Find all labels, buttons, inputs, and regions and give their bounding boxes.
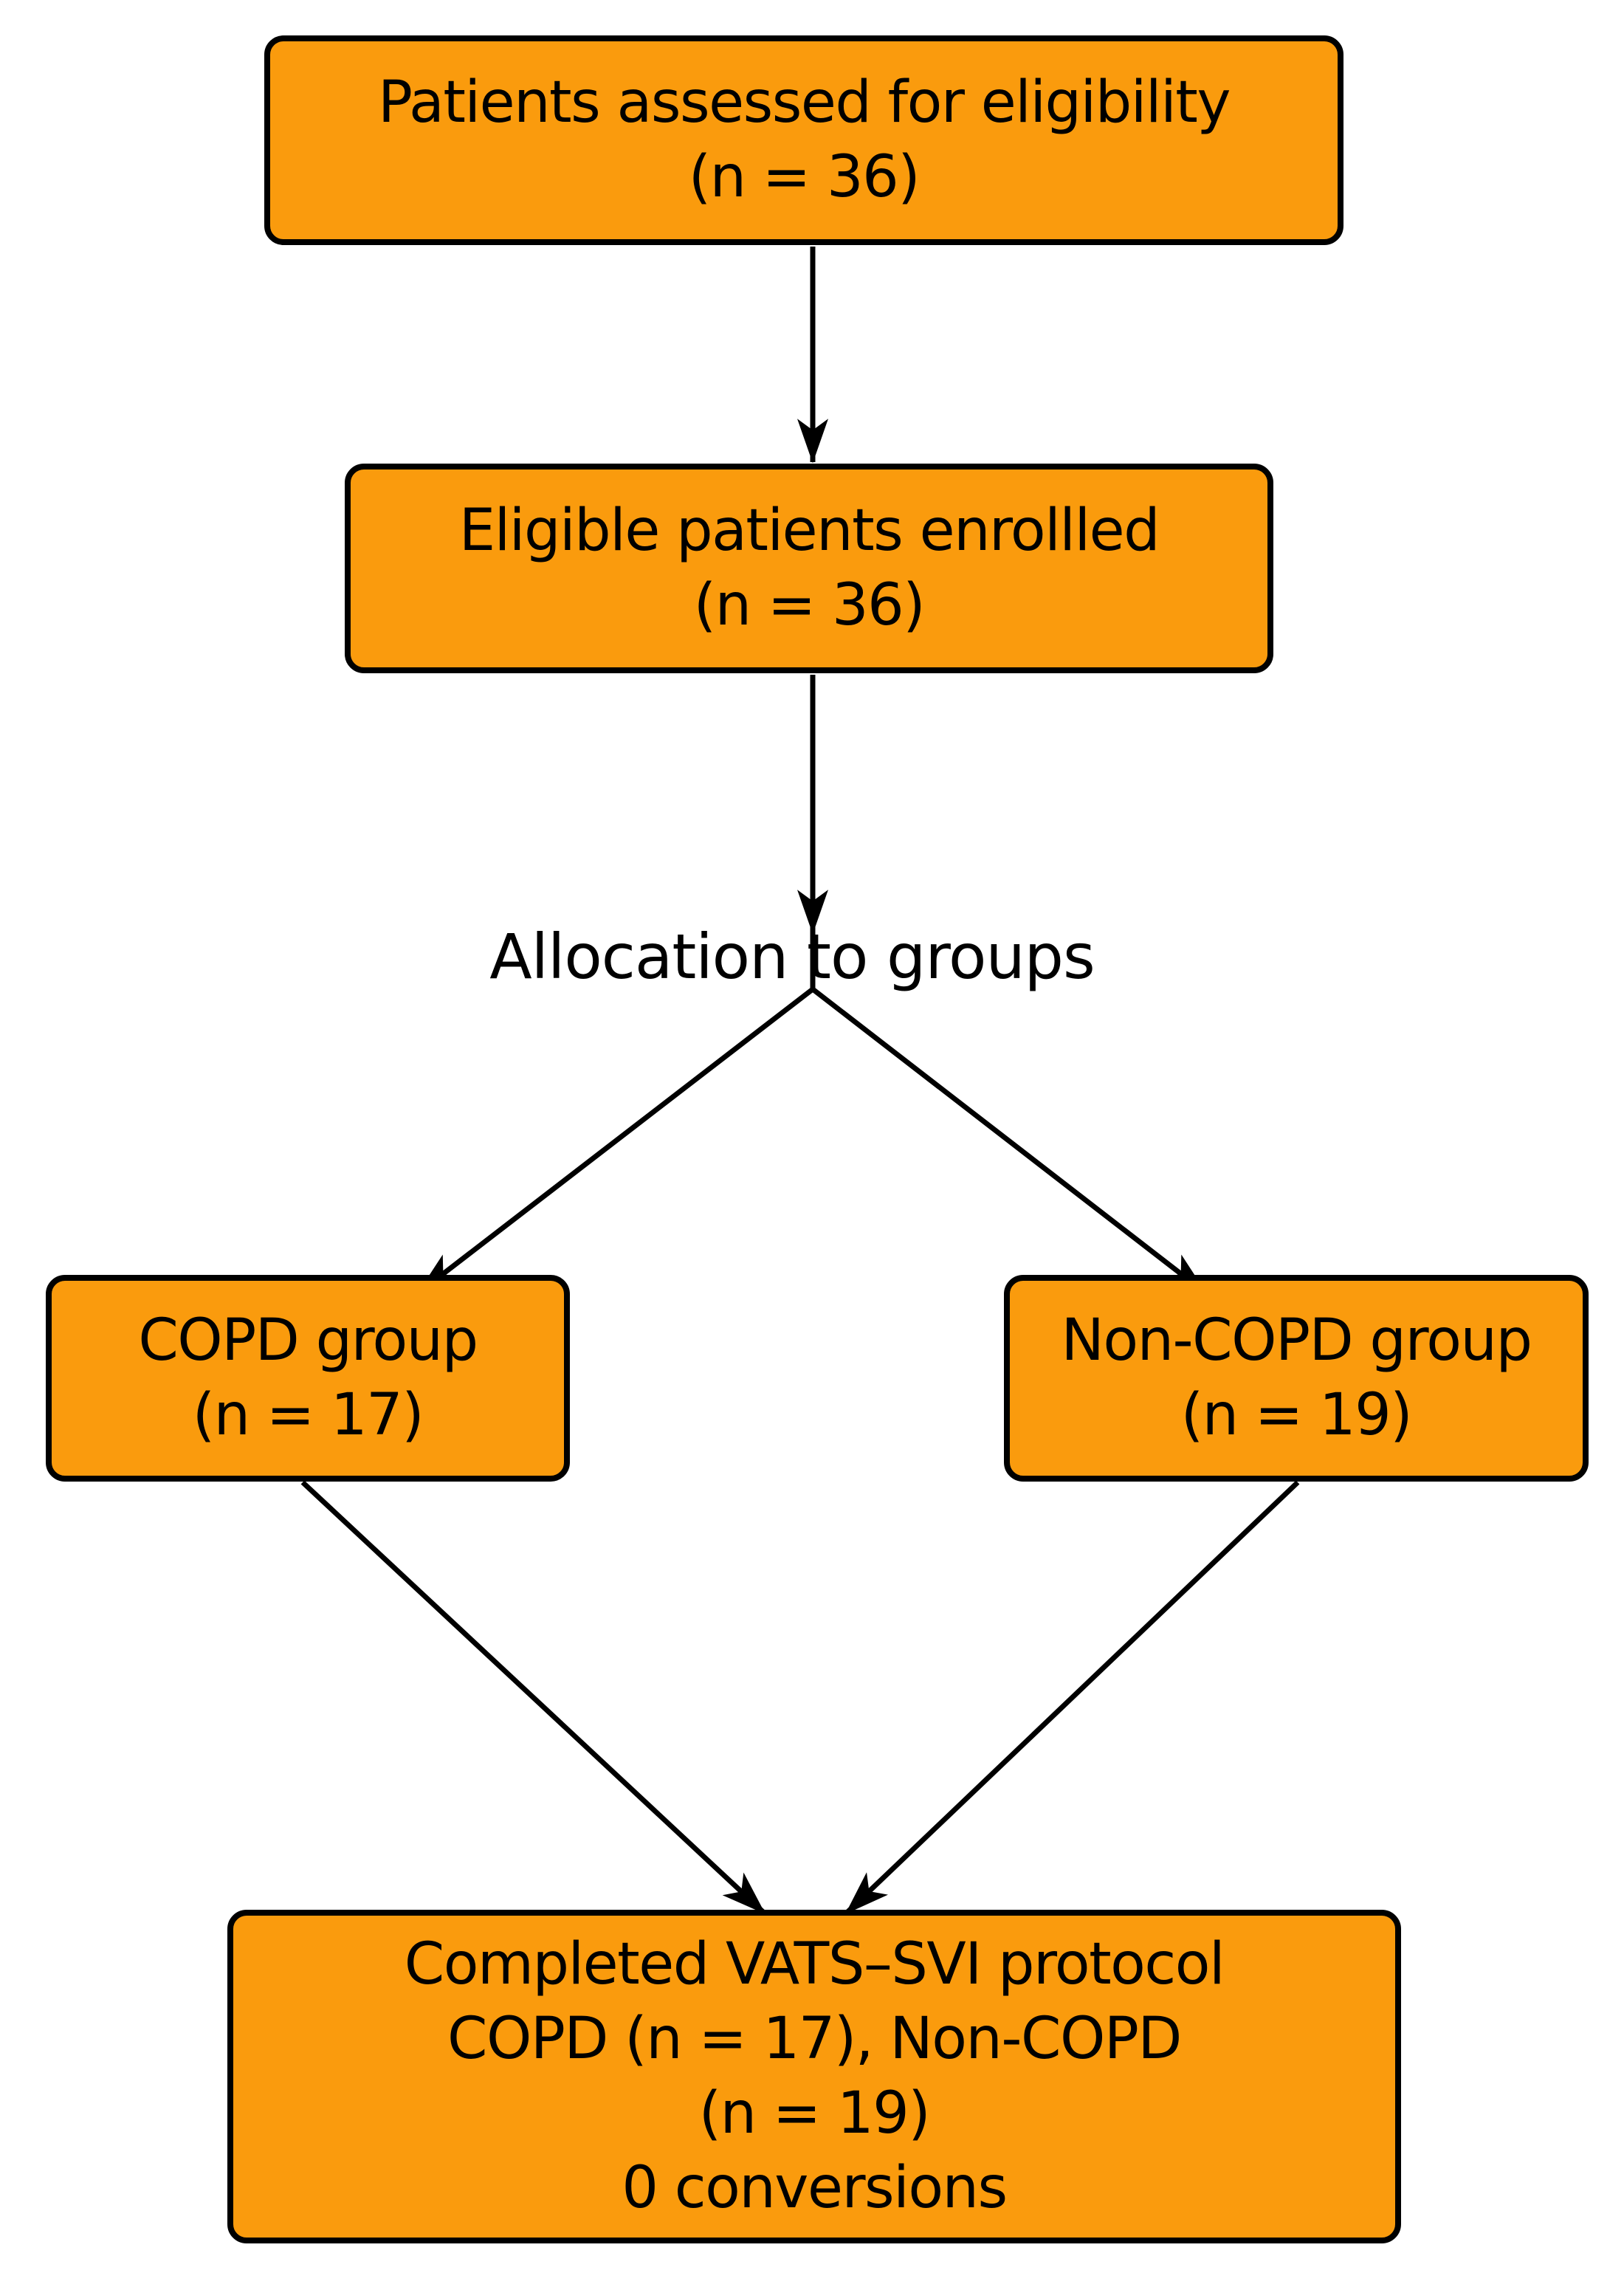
arrow-allocation-to-copd: [416, 987, 815, 1296]
arrow-noncopd-to-completed: [844, 1480, 1300, 1916]
node-completed-protocol: Completed VATS–SVI protocol COPD (n = 17…: [227, 1910, 1401, 2243]
node-copd-group: COPD group (n = 17): [46, 1275, 570, 1482]
node-text-line: Non-COPD group: [1061, 1307, 1532, 1374]
node-text-line: 0 conversions: [622, 2155, 1008, 2221]
allocation-label: Allocation to groups: [489, 921, 1095, 993]
node-patients-assessed: Patients assessed for eligibility (n = 3…: [264, 35, 1343, 245]
node-count-line: (n = 36): [688, 144, 921, 210]
node-eligible-enrolled: Eligible patients enrollled (n = 36): [345, 464, 1273, 673]
node-text-line: Eligible patients enrollled: [458, 498, 1160, 564]
node-text-line: Patients assessed for eligibility: [378, 69, 1231, 136]
node-count-line: (n = 19): [1180, 1382, 1413, 1448]
node-text-line: COPD (n = 17), Non-COPD: [447, 2006, 1182, 2072]
node-text-line: COPD group: [138, 1307, 478, 1374]
arrow-copd-to-completed: [300, 1480, 767, 1916]
node-count-line: (n = 17): [192, 1382, 424, 1448]
node-count-line: (n = 19): [698, 2080, 931, 2147]
node-non-copd-group: Non-COPD group (n = 19): [1004, 1275, 1589, 1482]
arrow-allocation-to-noncopd: [811, 987, 1208, 1296]
node-text-line: Completed VATS–SVI protocol: [404, 1931, 1225, 1998]
node-count-line: (n = 36): [693, 572, 926, 639]
